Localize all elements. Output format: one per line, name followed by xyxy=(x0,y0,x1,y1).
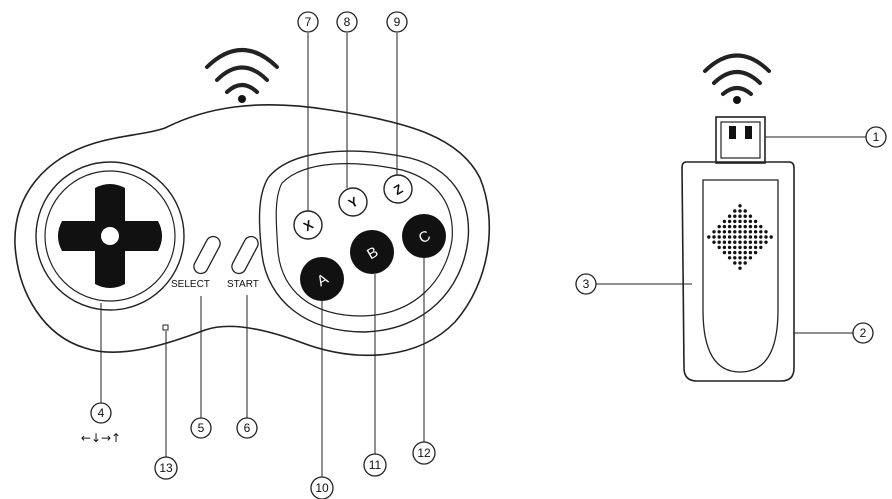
svg-text:6: 6 xyxy=(244,421,251,435)
dpad-caption: ←↓→↑ xyxy=(81,431,121,445)
callout-2: 2 xyxy=(852,322,874,344)
face-buttons-outer-ring xyxy=(258,150,470,333)
select-label: SELECT xyxy=(171,279,210,290)
z-button[interactable]: Z xyxy=(383,174,413,204)
callout-10: 10 xyxy=(310,476,334,499)
svg-text:10: 10 xyxy=(315,481,329,495)
face-buttons-inner-ring xyxy=(275,163,453,317)
dongle-body xyxy=(681,161,795,382)
indicator-light xyxy=(162,324,169,331)
svg-text:8: 8 xyxy=(344,15,351,29)
dpad-inner-ring xyxy=(44,170,176,302)
callout-5: 5 xyxy=(190,417,212,439)
dongle-inner-panel xyxy=(702,179,779,373)
start-label: START xyxy=(227,279,259,290)
svg-text:1: 1 xyxy=(873,130,880,144)
b-button[interactable]: B xyxy=(350,230,394,274)
y-button[interactable]: Y xyxy=(338,187,368,217)
a-button[interactable]: A xyxy=(300,257,344,301)
dongle-leader-lines xyxy=(596,136,866,334)
wifi-icon-controller xyxy=(205,48,279,103)
svg-text:2: 2 xyxy=(860,326,867,340)
svg-text:11: 11 xyxy=(369,458,382,472)
select-button[interactable] xyxy=(191,234,222,276)
c-button[interactable]: C xyxy=(402,214,446,258)
controller-body xyxy=(14,104,491,357)
svg-text:9: 9 xyxy=(394,15,401,29)
dpad-outer-ring xyxy=(35,161,185,311)
callout-1: 1 xyxy=(865,126,887,148)
svg-text:12: 12 xyxy=(417,446,431,460)
svg-text:13: 13 xyxy=(159,461,173,475)
callout-4: 4 xyxy=(90,402,112,424)
x-button[interactable]: X xyxy=(293,210,323,240)
svg-text:5: 5 xyxy=(198,421,205,435)
callout-7: 7 xyxy=(297,11,319,33)
svg-text:3: 3 xyxy=(583,277,590,291)
callout-8: 8 xyxy=(336,11,358,33)
speaker-grille-icon xyxy=(707,204,773,270)
callout-13: 13 xyxy=(154,456,178,480)
callout-12: 12 xyxy=(412,441,436,465)
wifi-icon-dongle xyxy=(703,53,771,104)
callout-3: 3 xyxy=(575,273,597,295)
svg-text:7: 7 xyxy=(305,15,312,29)
callout-9: 9 xyxy=(386,11,408,33)
svg-text:4: 4 xyxy=(98,406,105,420)
usb-connector-icon xyxy=(715,116,766,164)
start-button[interactable] xyxy=(229,234,260,276)
dpad-icon[interactable] xyxy=(58,184,162,288)
callout-11: 11 xyxy=(363,453,387,477)
callout-6: 6 xyxy=(236,417,258,439)
leader-lines xyxy=(100,33,425,478)
